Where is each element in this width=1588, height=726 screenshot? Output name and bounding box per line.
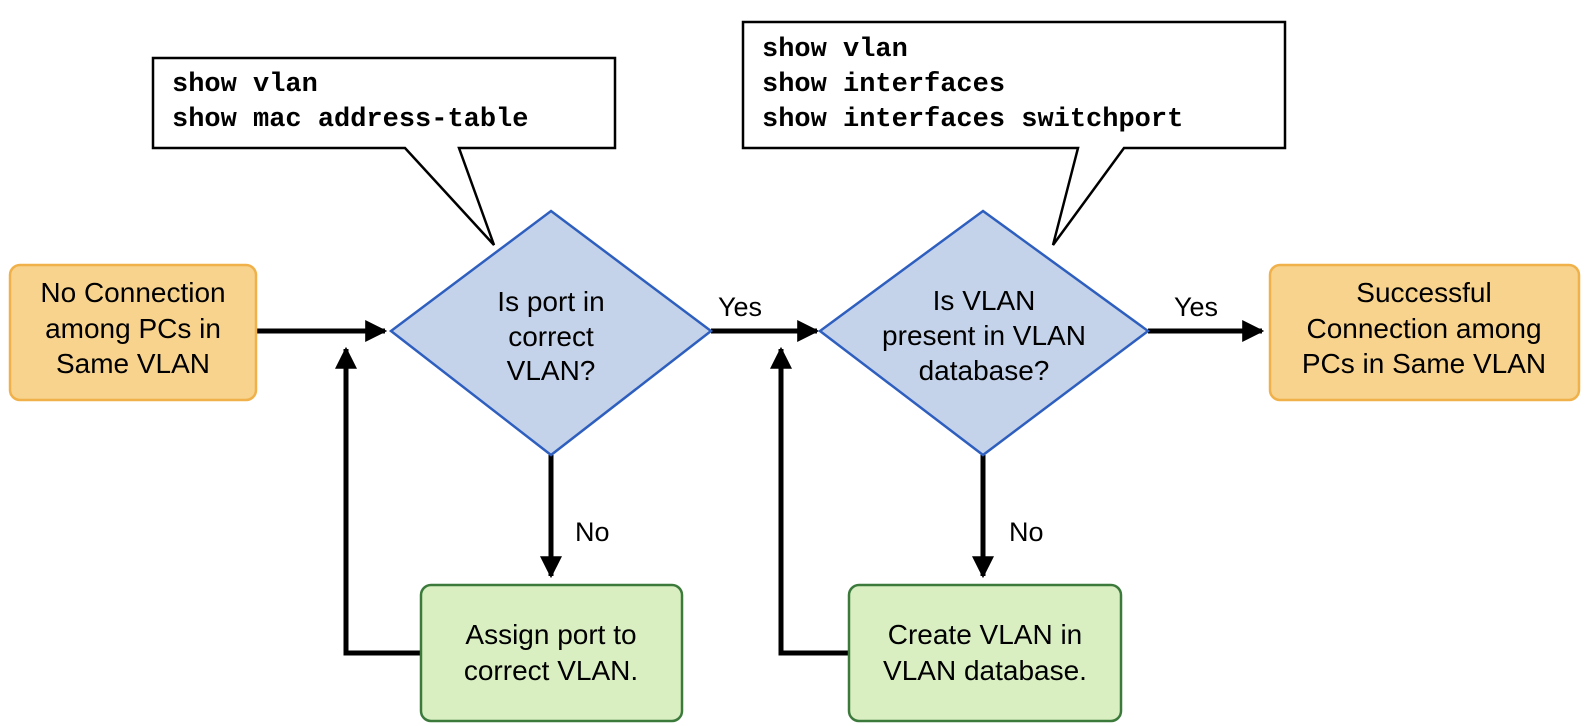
- edge-label-no-2: No: [1009, 517, 1044, 547]
- end-label-2: Connection among: [1306, 313, 1541, 344]
- callout-vlan-command-3: show interfaces switchport: [762, 105, 1183, 135]
- callout-port-command-1: show vlan: [172, 70, 318, 100]
- process-create-vlan-label-2: VLAN database.: [883, 655, 1087, 686]
- decision-port-vlan: Is port in correct VLAN?: [388, 209, 714, 457]
- edge-process2-loop: [769, 346, 849, 656]
- edge-label-no-1: No: [575, 517, 610, 547]
- decision-port-vlan-label-3: VLAN?: [507, 355, 596, 386]
- callout-vlan-commands: show vlan show interfaces show interface…: [741, 20, 1287, 246]
- decision-port-vlan-label-2: correct: [508, 321, 594, 352]
- decision-port-vlan-diamond: [388, 209, 714, 457]
- process-assign-port-label-1: Assign port to: [465, 619, 636, 650]
- decision-vlan-database-label-2: present in VLAN: [882, 320, 1086, 351]
- callout-vlan-command-1: show vlan: [762, 35, 908, 65]
- callout-port-commands-shape: [151, 56, 617, 246]
- process-assign-port-label-2: correct VLAN.: [464, 655, 638, 686]
- process-assign-port-box: [419, 583, 684, 723]
- start-label-1: No Connection: [40, 277, 225, 308]
- callout-vlan-command-2: show interfaces: [762, 70, 1005, 100]
- decision-vlan-database-label-1: Is VLAN: [933, 285, 1036, 316]
- callout-port-commands: show vlan show mac address-table: [151, 56, 617, 246]
- edge-label-yes-2: Yes: [1174, 292, 1218, 322]
- decision-vlan-database-diamond: [817, 209, 1151, 457]
- process-create-vlan-label-1: Create VLAN in: [888, 619, 1083, 650]
- end-node: Successful Connection among PCs in Same …: [1268, 263, 1581, 402]
- callout-vlan-commands-shape: [741, 20, 1287, 246]
- process-create-vlan-box: [847, 583, 1123, 723]
- start-node-box: [8, 263, 258, 402]
- process-create-vlan: Create VLAN in VLAN database.: [847, 583, 1123, 723]
- decision-vlan-database-label-3: database?: [919, 355, 1050, 386]
- edge-process1-loop: [334, 346, 421, 656]
- edge-label-yes-1: Yes: [718, 292, 762, 322]
- callout-port-command-2: show mac address-table: [172, 105, 528, 135]
- end-label-1: Successful: [1356, 277, 1491, 308]
- start-label-2: among PCs in: [45, 313, 221, 344]
- start-node: No Connection among PCs in Same VLAN: [8, 263, 258, 402]
- process-assign-port: Assign port to correct VLAN.: [419, 583, 684, 723]
- decision-port-vlan-label-1: Is port in: [497, 286, 604, 317]
- end-node-box: [1268, 263, 1581, 402]
- start-label-3: Same VLAN: [56, 348, 210, 379]
- decision-vlan-database: Is VLAN present in VLAN database?: [817, 209, 1151, 457]
- end-label-3: PCs in Same VLAN: [1302, 348, 1546, 379]
